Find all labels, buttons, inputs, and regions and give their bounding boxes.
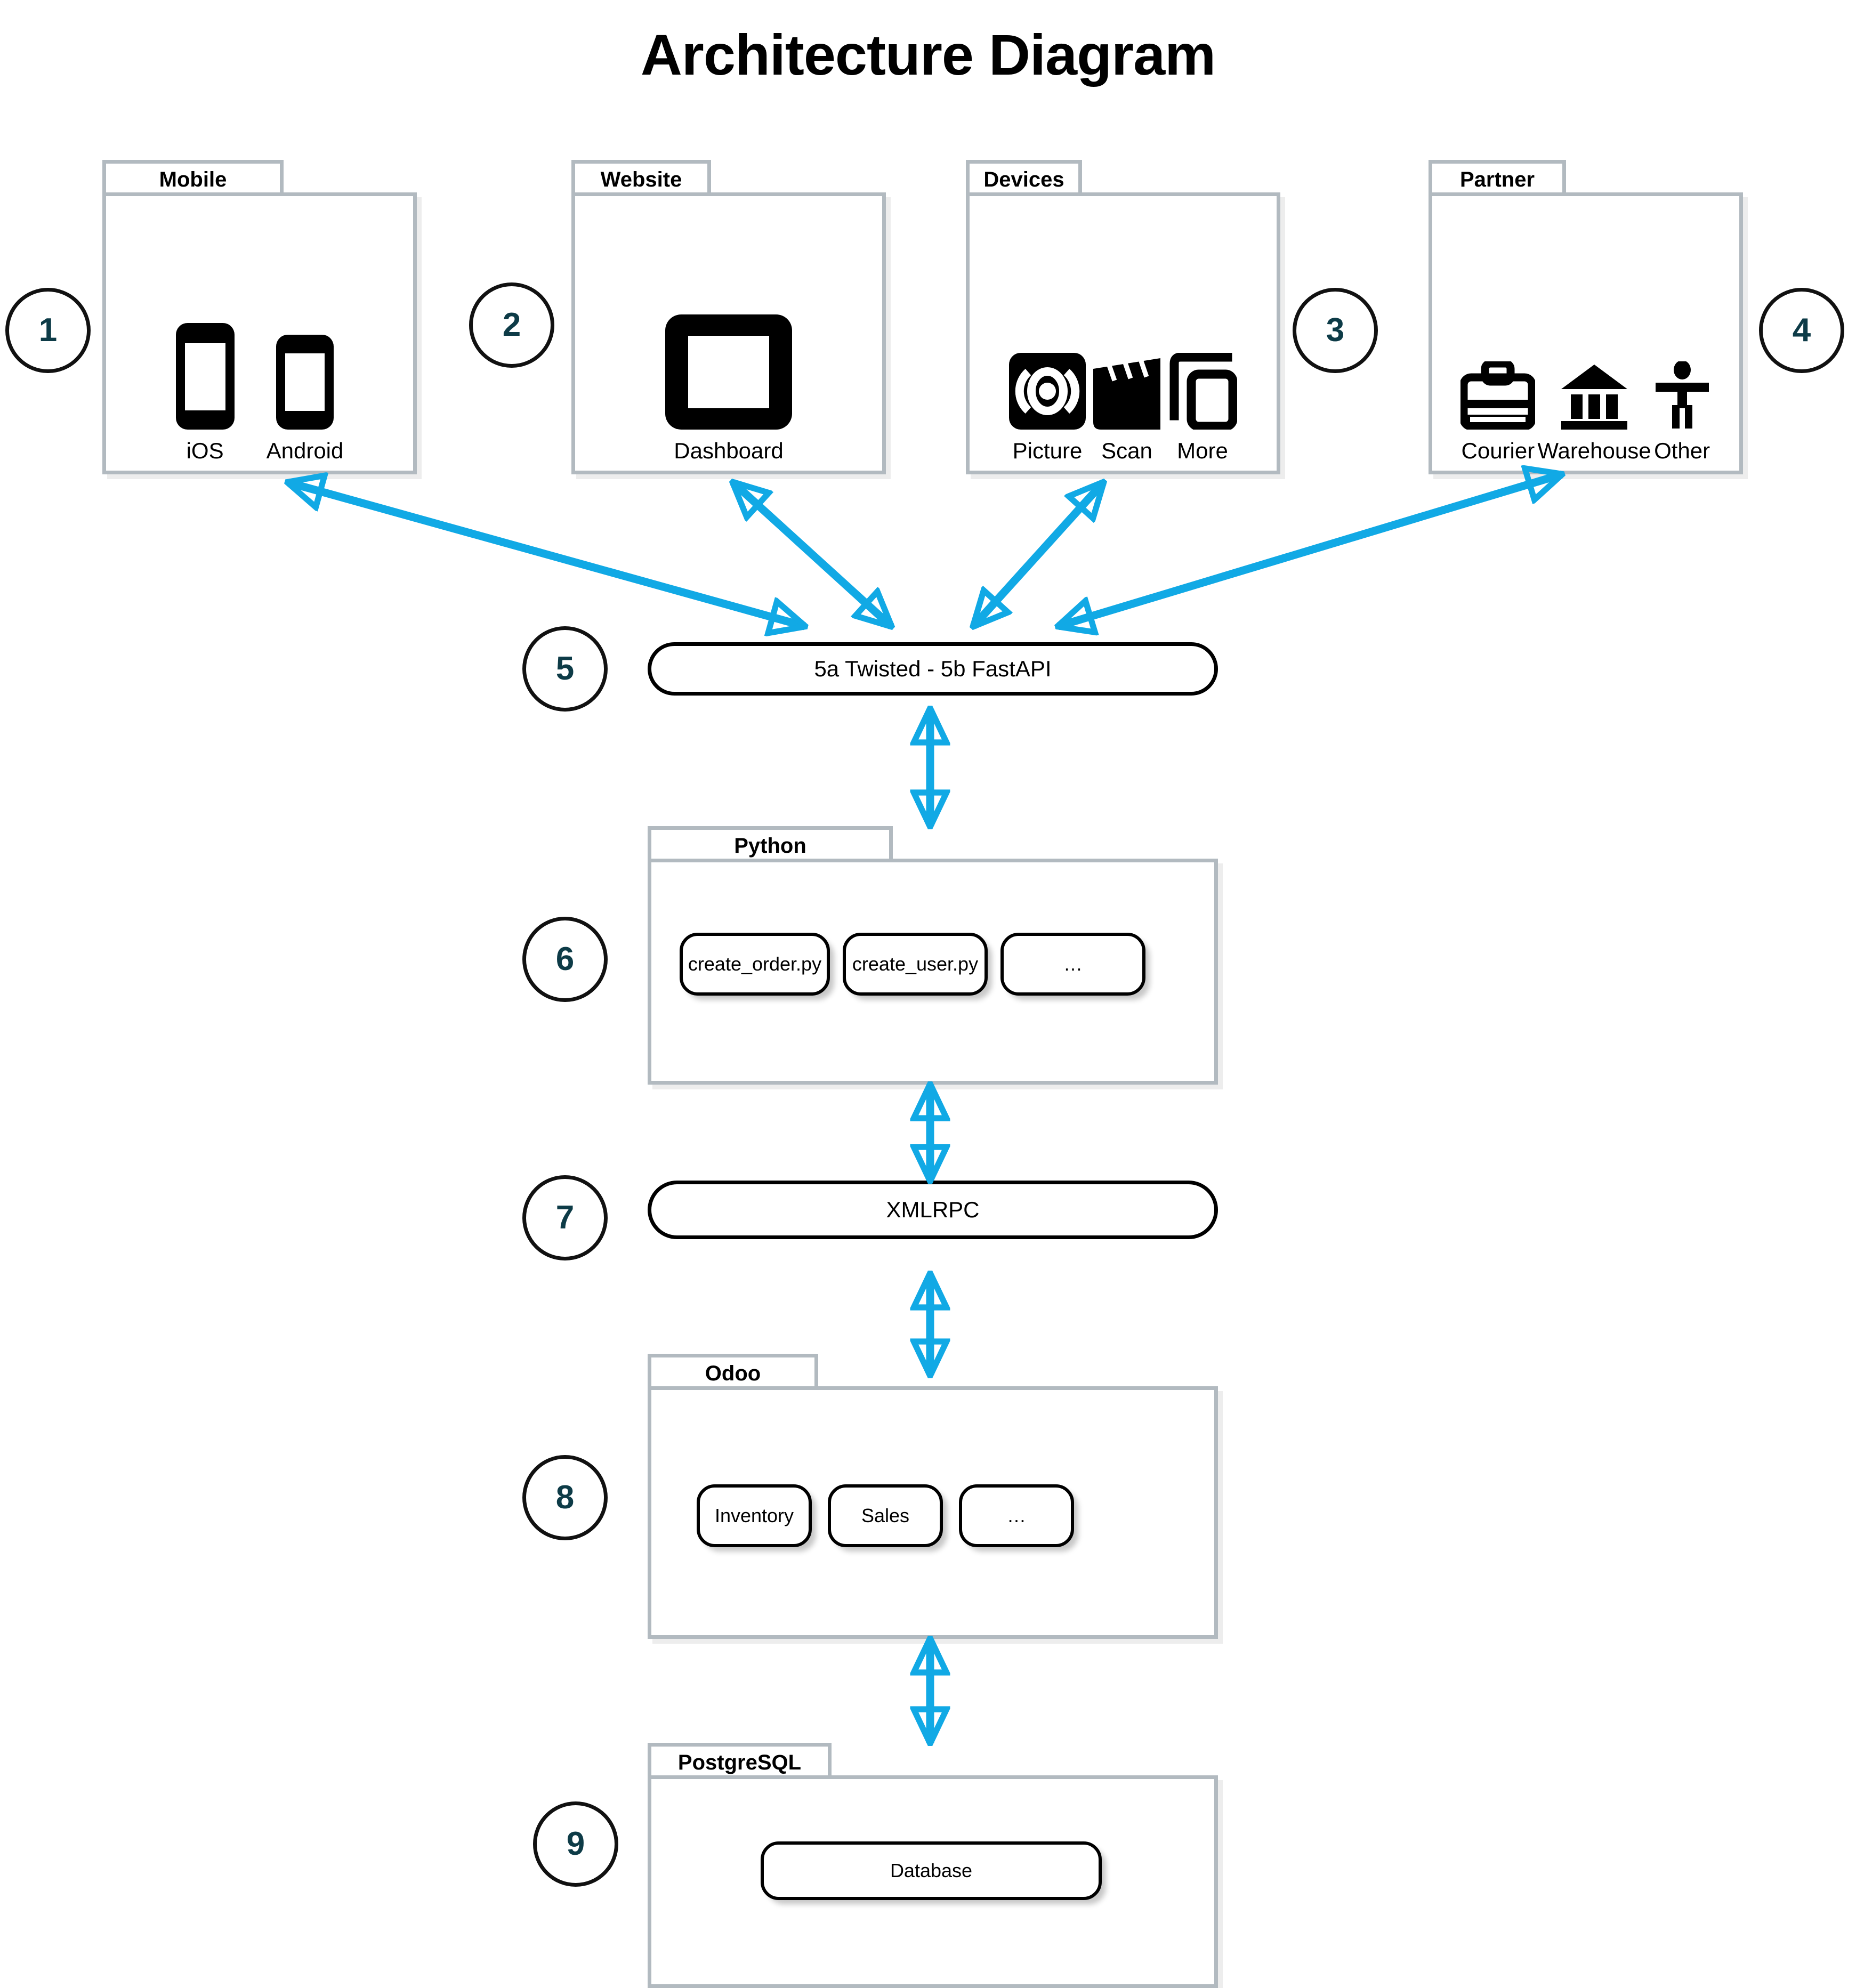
package-website[interactable]: Website Dashboard xyxy=(571,160,886,474)
iphone-icon xyxy=(175,323,235,430)
package-odoo-chips: Inventory Sales … xyxy=(697,1484,1074,1547)
chip-odoo-more-label: … xyxy=(1007,1505,1026,1526)
arrow-gateway-devices xyxy=(973,482,1103,626)
copy-layers-icon xyxy=(1169,353,1237,430)
package-python-title: Python xyxy=(734,834,806,858)
node-api-gateway-label: 5a Twisted - 5b FastAPI xyxy=(814,656,1052,681)
marker-2: 2 xyxy=(469,282,554,368)
marker-2-label: 2 xyxy=(502,306,521,343)
package-devices-title: Devices xyxy=(983,168,1064,191)
package-python-tab: Python xyxy=(648,826,893,862)
bank-building-icon xyxy=(1561,365,1627,430)
marker-4-label: 4 xyxy=(1792,312,1811,349)
partner-label-warehouse: Warehouse xyxy=(1537,438,1651,463)
device-item-dashboard[interactable]: Dashboard xyxy=(665,314,792,464)
chip-odoo-more[interactable]: … xyxy=(959,1484,1074,1547)
android-phone-icon xyxy=(276,335,334,430)
package-partner-tab: Partner xyxy=(1429,160,1566,196)
arrow-gateway-mobile xyxy=(288,482,805,626)
marker-6: 6 xyxy=(522,917,608,1002)
device-label-dashboard: Dashboard xyxy=(674,438,784,463)
package-mobile-content: iOS Android xyxy=(102,323,417,464)
device-label-more: More xyxy=(1177,438,1228,463)
package-website-tab: Website xyxy=(571,160,711,196)
marker-8: 8 xyxy=(522,1455,608,1540)
package-website-title: Website xyxy=(600,168,682,191)
package-devices-content: Picture Scan xyxy=(966,349,1280,464)
package-postgresql-chips: Database xyxy=(761,1841,1102,1900)
partner-item-warehouse[interactable]: Warehouse xyxy=(1537,361,1651,464)
chip-database[interactable]: Database xyxy=(761,1841,1102,1900)
partner-item-other[interactable]: Other xyxy=(1653,361,1711,464)
node-xmlrpc[interactable]: XMLRPC xyxy=(648,1181,1218,1239)
monitor-icon xyxy=(665,314,792,430)
marker-7-label: 7 xyxy=(555,1199,575,1236)
device-label-android: Android xyxy=(266,438,344,463)
package-mobile-title: Mobile xyxy=(159,168,227,191)
partner-label-other: Other xyxy=(1654,438,1710,463)
camera-lens-icon xyxy=(1009,353,1086,430)
page-title: Architecture Diagram xyxy=(640,22,1216,87)
device-item-more[interactable]: More xyxy=(1168,353,1237,464)
package-postgresql-title: PostgreSQL xyxy=(677,1751,802,1774)
chip-create-order-label: create_order.py xyxy=(688,953,822,975)
marker-1: 1 xyxy=(5,288,91,373)
marker-1-label: 1 xyxy=(38,312,58,349)
device-item-picture[interactable]: Picture xyxy=(1009,353,1086,464)
package-postgresql-tab: PostgreSQL xyxy=(648,1743,832,1779)
marker-3-label: 3 xyxy=(1326,312,1345,349)
marker-9: 9 xyxy=(533,1801,618,1887)
package-website-content: Dashboard xyxy=(571,314,886,464)
device-label-scan: Scan xyxy=(1101,438,1152,463)
chip-sales-label: Sales xyxy=(861,1505,910,1526)
person-accessibility-icon xyxy=(1655,361,1709,429)
chip-database-label: Database xyxy=(890,1860,973,1881)
package-python-chips: create_order.py create_user.py … xyxy=(680,933,1145,996)
briefcase-icon xyxy=(1460,361,1536,430)
package-mobile-tab: Mobile xyxy=(102,160,284,196)
package-python[interactable]: Python create_order.py create_user.py … xyxy=(648,826,1218,1085)
marker-4: 4 xyxy=(1759,288,1844,373)
marker-7: 7 xyxy=(522,1175,608,1260)
device-item-ios[interactable]: iOS xyxy=(175,323,235,464)
package-devices-tab: Devices xyxy=(966,160,1082,196)
chip-inventory-label: Inventory xyxy=(714,1505,794,1526)
chip-python-more[interactable]: … xyxy=(1000,933,1145,996)
marker-8-label: 8 xyxy=(555,1479,575,1516)
arrow-gateway-website xyxy=(733,482,891,626)
package-odoo-title: Odoo xyxy=(705,1362,761,1385)
package-odoo[interactable]: Odoo Inventory Sales … xyxy=(648,1354,1218,1639)
partner-label-courier: Courier xyxy=(1461,438,1535,463)
package-mobile-body xyxy=(102,192,417,474)
chip-inventory[interactable]: Inventory xyxy=(697,1484,812,1547)
package-partner[interactable]: Partner Courier xyxy=(1429,160,1743,474)
arrow-gateway-partner xyxy=(1058,474,1562,626)
device-item-scan[interactable]: Scan xyxy=(1093,353,1160,464)
marker-5-label: 5 xyxy=(555,650,575,687)
chip-create-order[interactable]: create_order.py xyxy=(680,933,830,996)
marker-6-label: 6 xyxy=(555,941,575,977)
device-label-ios: iOS xyxy=(186,438,224,463)
package-devices[interactable]: Devices Picture xyxy=(966,160,1280,474)
package-partner-content: Courier Warehouse xyxy=(1429,349,1743,464)
package-partner-title: Partner xyxy=(1459,168,1535,191)
chip-python-more-label: … xyxy=(1063,953,1083,975)
marker-5: 5 xyxy=(522,626,608,712)
chip-create-user[interactable]: create_user.py xyxy=(843,933,988,996)
package-odoo-tab: Odoo xyxy=(648,1354,818,1390)
device-item-android[interactable]: Android xyxy=(266,335,344,464)
package-mobile[interactable]: Mobile iOS Android xyxy=(102,160,417,474)
marker-3: 3 xyxy=(1293,288,1378,373)
chip-create-user-label: create_user.py xyxy=(852,953,979,975)
partner-item-courier[interactable]: Courier xyxy=(1460,361,1536,464)
device-label-picture: Picture xyxy=(1012,438,1083,463)
chip-sales[interactable]: Sales xyxy=(828,1484,943,1547)
clapperboard-icon xyxy=(1093,357,1160,430)
node-xmlrpc-label: XMLRPC xyxy=(886,1197,980,1222)
marker-9-label: 9 xyxy=(566,1825,585,1862)
node-api-gateway[interactable]: 5a Twisted - 5b FastAPI xyxy=(648,642,1218,696)
package-postgresql[interactable]: PostgreSQL Database xyxy=(648,1743,1218,1988)
